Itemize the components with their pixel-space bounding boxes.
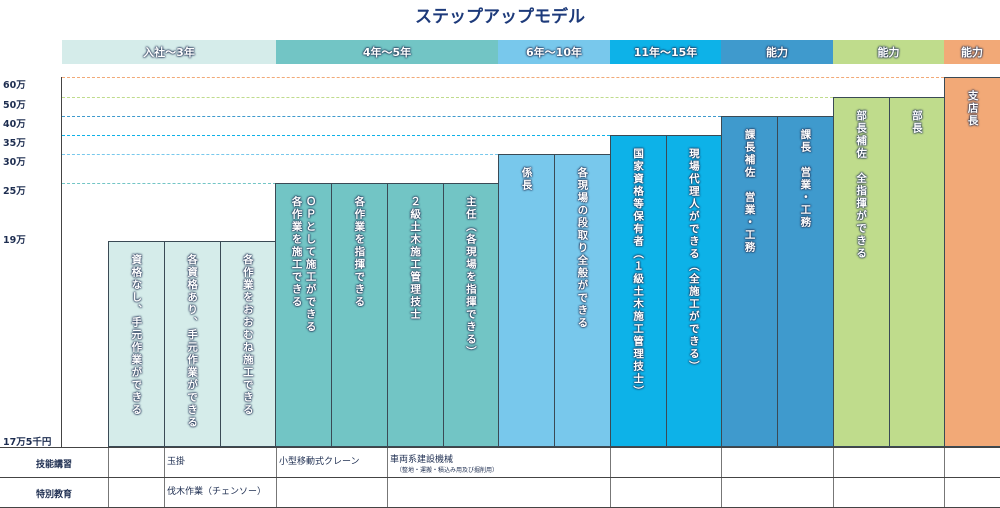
salary-gridline <box>62 154 498 155</box>
skill-item: 玉掛 <box>164 448 276 477</box>
position-column: 部長補佐 全指揮ができる <box>832 97 890 447</box>
position-column: 主任（各現場を指揮できる） <box>442 183 500 447</box>
position-column: ＯＰとして施工ができる 各作業を施工できる <box>275 183 332 447</box>
position-description: 各作業をおおむね施工できる <box>241 254 254 417</box>
position-column: 係長 <box>498 154 555 447</box>
position-column: 各作業を指揮できる <box>331 183 388 447</box>
position-description: 主任（各現場を指揮できる） <box>464 196 477 359</box>
position-description: 部長補佐 全指揮ができる <box>855 110 868 260</box>
training-table: 技能講習 玉掛 小型移動式クレーン 車両系建設機械 （整地・運搬・積込み用及び掘削… <box>0 447 1000 508</box>
position-column: 国家資格等保有者（１級土木施工管理技士） <box>609 135 667 447</box>
position-description: 係長 <box>520 167 533 192</box>
empty-cell <box>108 478 164 507</box>
period-header: 6年〜10年 <box>498 40 610 64</box>
skill-training-row: 技能講習 玉掛 小型移動式クレーン 車両系建設機械 （整地・運搬・積込み用及び掘削… <box>0 448 1000 478</box>
empty-cell <box>108 448 164 477</box>
position-description: 国家資格等保有者（１級土木施工管理技士） <box>632 148 645 398</box>
period-header: 4年〜5年 <box>276 40 498 64</box>
salary-label: 60万 <box>3 80 26 91</box>
position-description: 各現場の段取り全般ができる <box>576 167 589 330</box>
skill-item-note: （整地・運搬・積込み用及び掘削用） <box>396 467 499 474</box>
special-item: 伐木作業（チェンソー） <box>164 478 276 507</box>
position-description: ２級土木施工管理技士 <box>409 196 422 321</box>
skill-item: 車両系建設機械 <box>390 455 454 465</box>
position-description: 課長補佐 営業・工務 <box>743 129 756 254</box>
position-description: 現場代理人ができる（全施工ができる） <box>687 148 700 373</box>
salary-label: 40万 <box>3 119 26 130</box>
position-column: ２級土木施工管理技士 <box>386 183 444 447</box>
position-description: 課長 営業・工務 <box>799 129 812 229</box>
position-description: 資格なし、手元作業ができる <box>130 254 143 417</box>
salary-gridline <box>62 116 721 117</box>
empty-cell <box>721 448 833 477</box>
salary-label: 50万 <box>3 100 26 111</box>
position-column: 部長 <box>888 97 946 447</box>
position-column: 支店長 <box>944 77 1000 447</box>
position-column: 各現場の段取り全般ができる <box>554 154 611 447</box>
special-education-row: 特別教育 伐木作業（チェンソー） <box>0 478 1000 508</box>
position-column: 各作業をおおむね施工できる <box>219 241 277 447</box>
empty-cell <box>721 478 833 507</box>
position-description: 支店長 <box>966 90 979 128</box>
salary-label: 19万 <box>3 235 26 246</box>
empty-cell <box>276 478 387 507</box>
empty-cell <box>610 478 721 507</box>
skill-training-label: 技能講習 <box>35 460 72 470</box>
skill-item: 小型移動式クレーン <box>276 448 387 477</box>
empty-cell <box>610 448 721 477</box>
empty-cell <box>833 478 944 507</box>
salary-gridline <box>62 97 833 98</box>
position-column: 各資格あり、手元作業ができる <box>163 241 221 447</box>
position-column: 課長 営業・工務 <box>777 116 834 447</box>
period-header: 11年〜15年 <box>610 40 721 64</box>
empty-cell <box>833 448 944 477</box>
salary-gridline <box>62 135 610 136</box>
position-description: 部長 <box>910 110 923 135</box>
position-description: 各資格あり、手元作業ができる <box>186 254 199 429</box>
empty-cell <box>944 478 1000 507</box>
position-column: 資格なし、手元作業ができる <box>108 241 165 447</box>
salary-label: 17万5千円 <box>3 437 52 448</box>
position-column: 現場代理人ができる（全施工ができる） <box>665 135 723 447</box>
salary-label: 30万 <box>3 157 26 168</box>
salary-gridline <box>62 183 276 184</box>
skill-item-cell: 車両系建設機械 （整地・運搬・積込み用及び掘削用） <box>387 448 610 477</box>
empty-cell <box>387 478 610 507</box>
period-header: 能力 <box>833 40 944 64</box>
salary-gridline <box>62 77 944 78</box>
salary-label: 25万 <box>3 186 26 197</box>
y-axis <box>61 77 62 447</box>
period-header: 入社〜3年 <box>62 40 276 64</box>
position-description: 各作業を指揮できる <box>353 196 366 309</box>
special-education-label: 特別教育 <box>35 490 72 500</box>
period-header: 能力 <box>944 40 1000 64</box>
period-header: 能力 <box>721 40 833 64</box>
empty-cell <box>944 448 1000 477</box>
salary-label: 35万 <box>3 138 26 149</box>
page-title: ステップアップモデル <box>415 7 585 27</box>
position-description: ＯＰとして施工ができる 各作業を施工できる <box>290 196 317 334</box>
position-column: 課長補佐 営業・工務 <box>721 116 778 447</box>
